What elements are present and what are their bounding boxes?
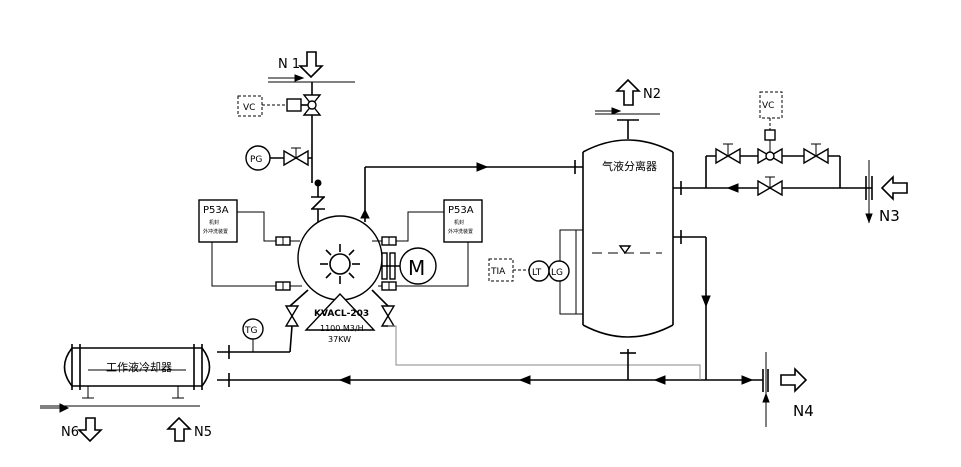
pump-power: 37KW — [328, 335, 351, 344]
separator-label: 气液分离器 — [602, 159, 657, 173]
seal-valve-icons — [275, 236, 397, 291]
nozzle-n1-label: N 1 — [278, 57, 300, 72]
panel-left-line1: 机封 — [209, 219, 219, 226]
panel-left-line2: 外冲洗装置 — [203, 228, 228, 235]
cooler-label: 工作液冷却器 — [106, 360, 172, 374]
vc-right-label: VC — [762, 101, 774, 111]
left-arrow-icon — [880, 175, 908, 201]
down-arrow-icon — [77, 417, 103, 443]
vc-left-instrument — [237, 95, 263, 117]
vc-left-label: VC — [243, 103, 255, 113]
nozzle-n5-label: N5 — [194, 425, 212, 440]
seal-flush-panel-right — [443, 199, 483, 243]
tia-label: TIA — [490, 267, 506, 277]
control-valve-icon — [757, 147, 772, 165]
panel-left-tag: P53A — [203, 205, 229, 216]
up-arrow-icon — [166, 416, 192, 442]
nozzle-n6-label: N6 — [61, 425, 79, 440]
panel-right-line2: 外冲洗装置 — [448, 228, 473, 235]
gate-valve-icon — [283, 149, 298, 167]
vacuum-pump-icon — [297, 215, 383, 301]
work-liquid-cooler — [63, 344, 211, 399]
gate-valve-icon — [715, 147, 730, 165]
lg-gauge — [548, 260, 570, 282]
motor-icon — [399, 247, 437, 285]
seal-flush-panel-left — [198, 199, 238, 243]
tg-label: TG — [244, 326, 257, 336]
control-valve-icon — [302, 94, 322, 107]
impeller-icon — [320, 244, 360, 284]
motor-label: M — [408, 256, 425, 280]
nozzle-n4-label: N4 — [793, 402, 814, 420]
gas-liquid-separator — [582, 139, 674, 338]
right-arrow-icon — [780, 367, 808, 393]
nozzle-n3-label: N3 — [879, 207, 900, 225]
vc-right-instrument — [759, 91, 783, 119]
nozzle-n2-label: N2 — [643, 87, 661, 102]
pg-gauge — [245, 145, 271, 171]
up-arrow-icon — [615, 78, 641, 106]
pump-capacity: 1100 M3/H — [320, 324, 364, 333]
lt-label: LT — [532, 268, 542, 278]
down-arrow-icon — [298, 51, 324, 79]
panel-right-tag: P53A — [448, 205, 474, 216]
pg-label: PG — [250, 155, 262, 165]
check-valve-icon — [311, 196, 325, 210]
pump-tag: KVACL-203 — [314, 309, 369, 319]
panel-right-line1: 机封 — [454, 219, 464, 226]
lg-label: LG — [551, 268, 563, 278]
gate-valve-icon — [803, 147, 818, 165]
valve-actuator-icon — [286, 98, 302, 112]
